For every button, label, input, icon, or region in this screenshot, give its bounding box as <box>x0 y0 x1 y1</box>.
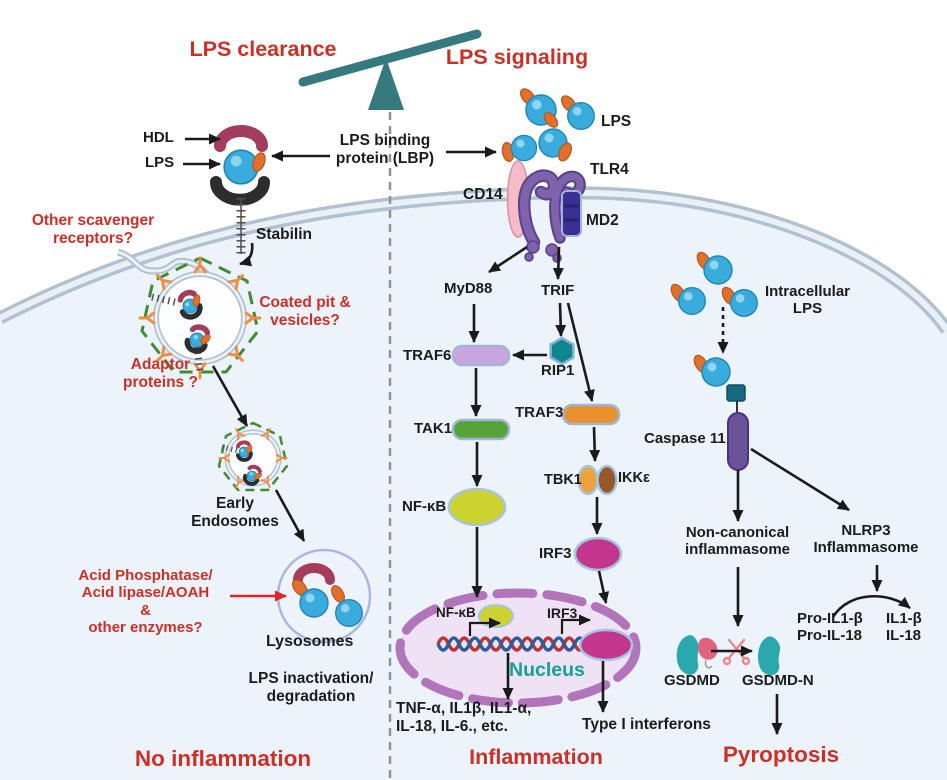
caspase-to-nlrp3-arrow <box>750 447 850 512</box>
label-irf3: IRF3 <box>539 545 572 562</box>
trif-to-rip1-arrow <box>555 302 567 337</box>
label-intracellular-lps: Intracellular LPS <box>764 283 851 318</box>
stabilin-to-pit-arrow <box>239 242 254 267</box>
label-inflammation: Inflammation <box>469 745 603 769</box>
label-traf3: TRAF3 <box>515 404 564 421</box>
rip1-icon <box>549 336 575 366</box>
label-il: IL1-β IL-18 <box>886 610 922 645</box>
gsdmd-cleavage-icons <box>676 635 781 676</box>
early-endosome-icon <box>217 421 289 492</box>
label-interferons: Type I interferons <box>582 716 711 733</box>
label-tak1: TAK1 <box>414 420 453 437</box>
trif-to-traf3-arrow <box>566 302 595 402</box>
label-coated-pit-question: Coated pit & vesicles? <box>259 294 351 329</box>
label-nucleus: Nucleus <box>509 659 585 681</box>
label-traf6: TRAF6 <box>403 347 452 364</box>
label-stabilin: Stabilin <box>256 226 312 243</box>
transcription-arrow <box>468 617 501 636</box>
coated-pit-vesicle-icon <box>138 256 262 380</box>
caspase11-complex-icon <box>667 249 758 471</box>
transcription-arrow <box>560 614 591 634</box>
label-lbp: LPS binding protein (LBP) <box>335 132 435 167</box>
label-lps-right: LPS <box>601 113 632 130</box>
label-lps-signaling: LPS signaling <box>445 45 589 69</box>
label-adaptor-question: Adaptor proteins ? <box>123 356 198 391</box>
md2-icon <box>561 190 582 237</box>
label-lps-inactivation: LPS inactivation/ degradation <box>248 670 374 705</box>
gsdmd-n-icon <box>757 636 781 676</box>
lps-binding-domain-icon <box>726 384 746 402</box>
gsdmd-icon <box>676 635 699 675</box>
label-nlrp3: NLRP3 Inflammasome <box>813 522 919 557</box>
label-rip1: RIP1 <box>541 362 575 379</box>
label-no-inflammation: No inflammation <box>134 746 312 771</box>
label-noncanonical: Non-canonical inflammasome <box>684 524 791 559</box>
label-lps-left: LPS <box>145 154 175 171</box>
label-caspase11: Caspase 11 <box>644 430 726 447</box>
tak1-icon <box>451 418 511 441</box>
tlr4-to-trif-arrow <box>552 246 564 280</box>
nuclear-irf3-icon <box>578 628 634 662</box>
stabilin-receptor-complex-icon <box>210 125 270 254</box>
pit-to-endosome-arrow <box>211 365 249 427</box>
irf3-icon <box>573 536 623 572</box>
tlr4-cd14-md2-complex-icon <box>506 160 586 263</box>
label-nuclear-nfkb: NF-κB <box>436 605 476 620</box>
irf3-to-nucleus-arrow <box>597 570 610 604</box>
gsdmd-c-domain-icon <box>697 637 718 660</box>
lps-cluster-icon <box>500 85 595 164</box>
ikke-icon <box>596 464 618 496</box>
balance-seesaw-icon <box>298 29 482 110</box>
label-gsdmd: GSDMD <box>664 672 720 689</box>
traf3-icon <box>561 403 621 426</box>
flow-arrows <box>183 133 911 735</box>
caspase11-icon <box>727 412 749 471</box>
label-myd88: MyD88 <box>444 280 493 297</box>
label-early-endosomes: Early Endosomes <box>191 495 279 530</box>
label-nuclear-irf3: IRF3 <box>547 605 578 621</box>
nucleus-icon <box>395 588 641 708</box>
label-gsdmd-n: GSDMD-N <box>742 672 814 689</box>
label-cytokines: TNF-α, IL1β, IL1-α, IL-18, IL-6., etc. <box>396 700 532 735</box>
label-tlr4: TLR4 <box>590 161 629 178</box>
proil-to-il-curved-arrow <box>831 595 911 618</box>
signaling-nodes <box>447 336 623 572</box>
label-enzymes-question: Acid Phosphatase/ Acid lipase/AOAH & oth… <box>78 567 213 637</box>
nfkb-icon <box>447 487 507 527</box>
label-lps-clearance: LPS clearance <box>189 37 337 61</box>
lysosome-icon <box>276 548 372 644</box>
endosome-to-lysosome-arrow <box>274 489 306 542</box>
label-lysosomes: Lysosomes <box>266 633 354 650</box>
label-trif: TRIF <box>541 282 575 299</box>
label-nfkb: NF-κB <box>402 498 447 515</box>
label-ikke: IKKε <box>618 470 650 486</box>
label-cd14: CD14 <box>463 186 503 203</box>
label-pyroptosis: Pyroptosis <box>722 742 840 767</box>
tlr4-to-myd88-arrow <box>488 245 528 274</box>
label-tbk1: TBK1 <box>544 472 582 488</box>
label-hdl: HDL <box>143 129 174 146</box>
traf6-icon <box>451 344 511 367</box>
label-pro-il: Pro-IL1-β Pro-IL-18 <box>797 610 863 645</box>
label-scavenger-question: Other scavenger receptors? <box>31 212 155 247</box>
label-md2: MD2 <box>586 212 619 229</box>
traf3-to-tbk1-arrow <box>589 426 601 462</box>
